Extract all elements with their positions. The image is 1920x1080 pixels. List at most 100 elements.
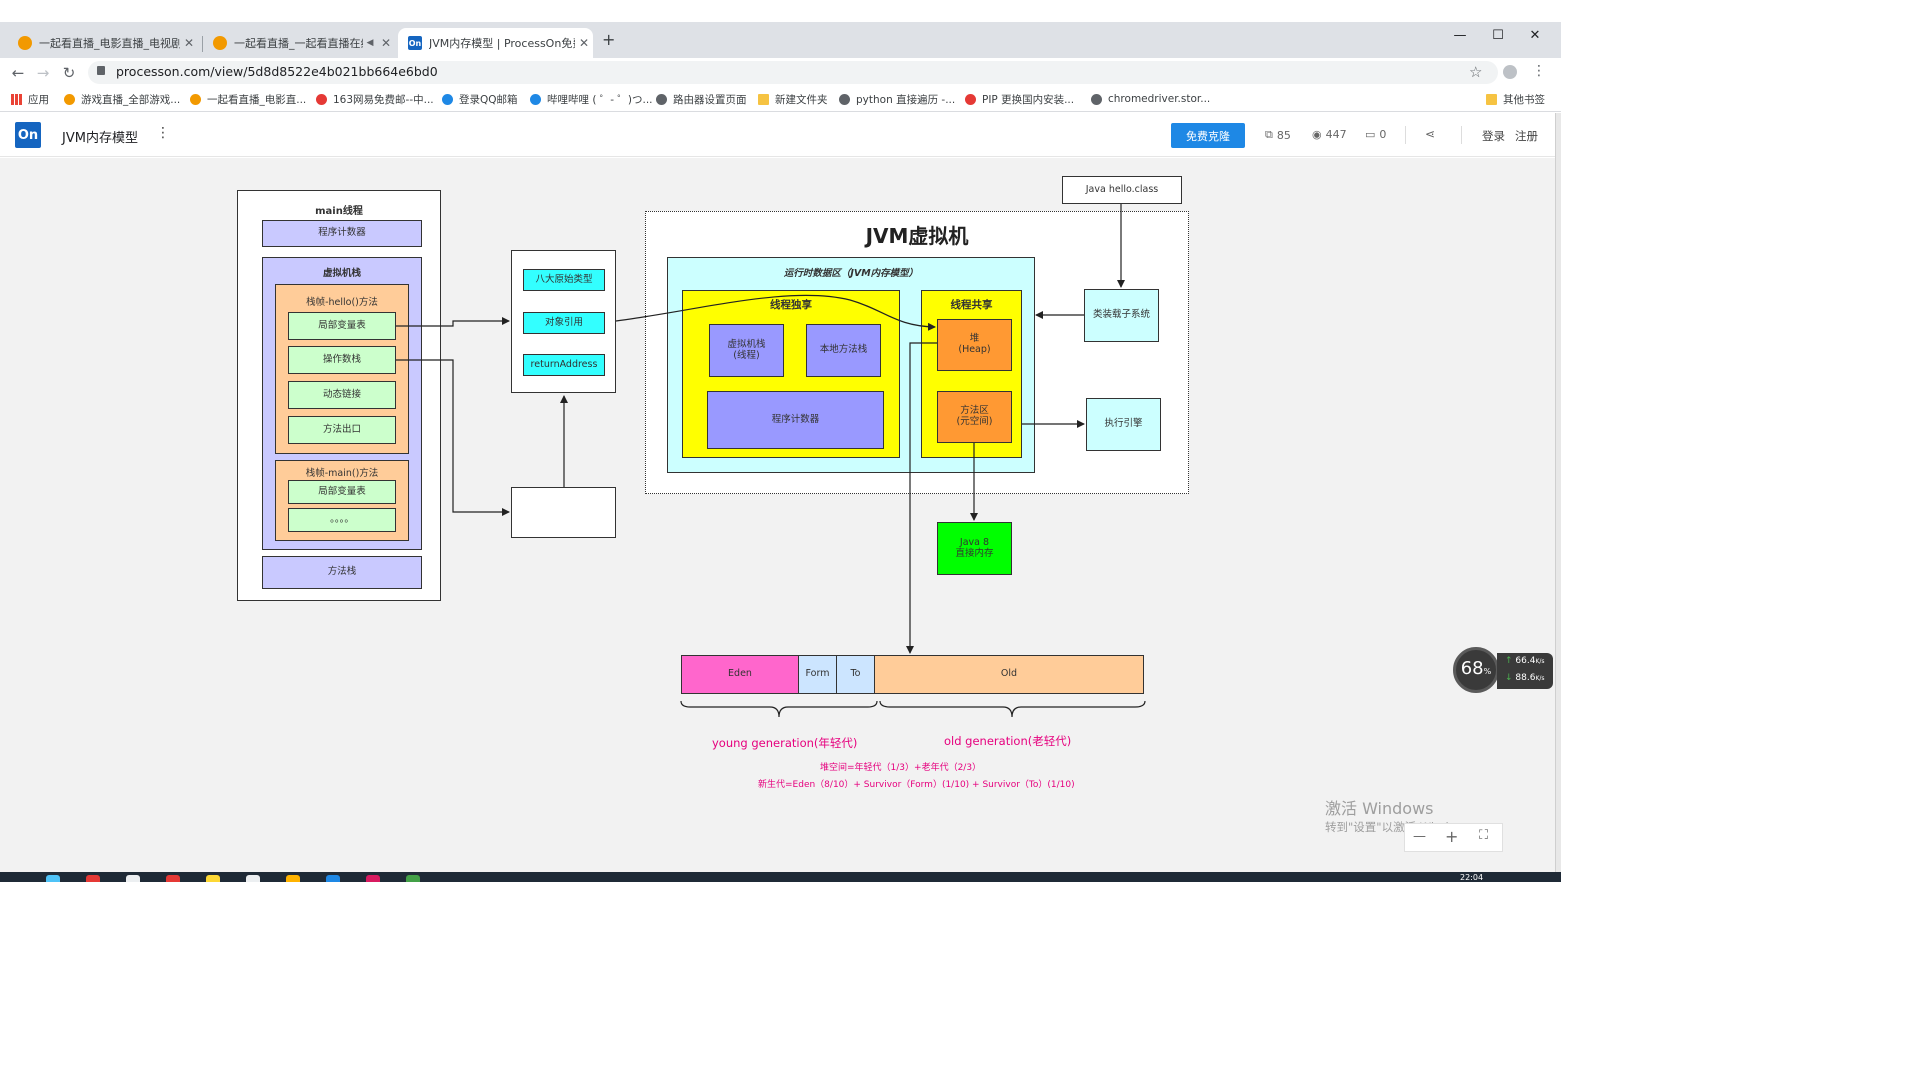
processon-favicon-icon: On bbox=[408, 36, 422, 50]
folder-icon bbox=[1486, 93, 1497, 105]
bookmark-6[interactable]: 路由器设置页面 bbox=[656, 91, 747, 107]
tab-close-icon[interactable]: ✕ bbox=[578, 36, 590, 50]
url-text[interactable]: processon.com/view/5d8d8522e4b021bb664e6… bbox=[116, 64, 438, 79]
bookmark-4[interactable]: 登录QQ邮箱 bbox=[442, 91, 518, 107]
bookmark-5[interactable]: 哔哩哔哩 ( ゜- ゜)つ... bbox=[530, 91, 653, 107]
processon-logo[interactable]: On bbox=[15, 122, 41, 148]
lock-icon[interactable] bbox=[97, 66, 105, 75]
old-gen-box[interactable]: Old bbox=[874, 655, 1144, 694]
taskbar-app-icon[interactable] bbox=[246, 875, 260, 882]
bookmark-8[interactable]: python 直接遍历 -... bbox=[839, 91, 955, 107]
download-speed: ↓ 88.6K/s bbox=[1505, 673, 1545, 683]
apps-grid-icon bbox=[11, 93, 22, 105]
execution-engine-box[interactable]: 执行引擎 bbox=[1086, 398, 1161, 451]
taskbar-app-icon[interactable] bbox=[126, 875, 140, 882]
taskbar-app-icon[interactable] bbox=[366, 875, 380, 882]
jvm-title: JVM虚拟机 bbox=[865, 224, 969, 248]
bookmark-favicon-icon bbox=[64, 93, 75, 105]
taskbar-browser-icon[interactable] bbox=[46, 875, 60, 882]
address-bar[interactable] bbox=[88, 61, 1498, 84]
young-generation-label: young generation(年轻代) bbox=[712, 736, 858, 750]
menu-kebab-icon[interactable]: ⋮ bbox=[1532, 63, 1546, 79]
document-title[interactable]: JVM内存模型 bbox=[62, 131, 138, 146]
close-window-button[interactable]: ✕ bbox=[1529, 27, 1541, 43]
vertical-scrollbar[interactable] bbox=[1555, 113, 1561, 873]
taskbar-app-icon[interactable] bbox=[326, 875, 340, 882]
globe-icon bbox=[1091, 93, 1102, 105]
free-clone-button[interactable]: 免费克隆 bbox=[1171, 123, 1245, 148]
heap-box[interactable]: 堆 (Heap) bbox=[937, 319, 1012, 371]
survivor-to-box[interactable]: To bbox=[836, 655, 875, 694]
other-bookmarks[interactable]: 其他书签 bbox=[1486, 91, 1545, 107]
speaker-icon[interactable]: ◀ bbox=[366, 38, 374, 48]
old-brace bbox=[879, 700, 1146, 718]
taskbar-app-icon[interactable] bbox=[286, 875, 300, 882]
taskbar-app-icon[interactable] bbox=[86, 875, 100, 882]
tab-title: JVM内存模型 | ProcessOn免费在 bbox=[429, 37, 575, 50]
upload-speed: ↑ 66.4K/s bbox=[1505, 656, 1545, 666]
tab-1[interactable]: 一起看直播_电影直播_电视剧直播 ✕ bbox=[8, 28, 198, 58]
bookmark-2[interactable]: 一起看直播_电影直... bbox=[190, 91, 306, 107]
java-class-file-box[interactable]: Java hello.class bbox=[1062, 176, 1182, 204]
activate-title: 激活 Windows bbox=[1325, 799, 1434, 818]
jvm-pc-box[interactable]: 程序计数器 bbox=[707, 391, 884, 449]
main-local-var-box[interactable]: 局部变量表 bbox=[288, 480, 396, 504]
class-loader-box[interactable]: 类装载子系统 bbox=[1084, 289, 1159, 342]
taskbar-clock[interactable]: 22:04 bbox=[1460, 873, 1484, 882]
bookmark-10[interactable]: chromedriver.stor... bbox=[1091, 91, 1210, 107]
method-exit-box[interactable]: 方法出口 bbox=[288, 416, 396, 444]
more-options-icon[interactable]: ⋮ bbox=[156, 125, 170, 141]
tab-favicon-icon bbox=[18, 36, 32, 50]
tab-close-icon[interactable]: ✕ bbox=[183, 36, 195, 50]
thread-private-title: 线程独享 bbox=[770, 299, 812, 311]
share-icon[interactable]: ⋖ bbox=[1425, 127, 1436, 141]
main-thread-title: main线程 bbox=[315, 206, 363, 217]
empty-box[interactable] bbox=[511, 487, 616, 538]
back-arrow-icon[interactable]: ← bbox=[11, 64, 25, 82]
taskbar-app-icon[interactable] bbox=[406, 875, 420, 882]
native-method-stack-box[interactable]: 本地方法栈 bbox=[806, 324, 881, 377]
dynamic-link-box[interactable]: 动态链接 bbox=[288, 381, 396, 409]
program-counter-box[interactable]: 程序计数器 bbox=[262, 220, 422, 247]
method-stack-box[interactable]: 方法栈 bbox=[262, 556, 422, 589]
bookmark-9[interactable]: PIP 更换国内安装... bbox=[965, 91, 1074, 107]
maximize-button[interactable]: ☐ bbox=[1492, 27, 1504, 43]
star-icon[interactable]: ☆ bbox=[1469, 63, 1483, 81]
direct-memory-box[interactable]: Java 8 直接内存 bbox=[937, 522, 1012, 575]
zoom-in-button[interactable]: + bbox=[1445, 827, 1459, 846]
taskbar-app-icon[interactable] bbox=[166, 875, 180, 882]
tab-separator bbox=[202, 36, 203, 52]
fullscreen-icon[interactable]: ⛶ bbox=[1479, 828, 1489, 843]
header-divider bbox=[1405, 126, 1406, 144]
zoom-out-button[interactable]: — bbox=[1413, 829, 1426, 844]
network-speed-widget[interactable]: 68% ↑ 66.4K/s ↓ 88.6K/s bbox=[1453, 647, 1553, 693]
bookmark-7[interactable]: 新建文件夹 bbox=[758, 91, 828, 107]
bookmark-1[interactable]: 游戏直播_全部游戏... bbox=[64, 91, 180, 107]
primitive-types-box[interactable]: 八大原始类型 bbox=[523, 269, 605, 291]
jvm-stack-box[interactable]: 虚拟机栈 (线程) bbox=[709, 324, 784, 377]
operand-stack-box[interactable]: 操作数栈 bbox=[288, 346, 396, 374]
profile-avatar-icon[interactable] bbox=[1503, 65, 1517, 79]
tab-3-active[interactable]: On JVM内存模型 | ProcessOn免费在 ✕ bbox=[398, 28, 593, 58]
object-reference-box[interactable]: 对象引用 bbox=[523, 312, 605, 334]
bookmarks-bar bbox=[0, 88, 1561, 112]
main-ellipsis-box[interactable]: 。。。。 bbox=[288, 508, 396, 532]
bookmark-favicon-icon bbox=[316, 93, 327, 105]
local-var-table-box[interactable]: 局部变量表 bbox=[288, 312, 396, 340]
minimize-button[interactable]: — bbox=[1453, 27, 1467, 43]
bookmark-apps[interactable]: 应用 bbox=[11, 91, 49, 107]
forward-arrow-icon[interactable]: → bbox=[36, 64, 50, 82]
curve-objref-to-heap bbox=[615, 294, 936, 331]
taskbar-app-icon[interactable] bbox=[206, 875, 220, 882]
tab-2[interactable]: 一起看直播_一起看直播在线 ◀ ✕ bbox=[203, 28, 395, 58]
tab-close-icon[interactable]: ✕ bbox=[380, 36, 392, 50]
new-tab-button[interactable]: + bbox=[602, 30, 616, 49]
method-area-box[interactable]: 方法区 (元空间) bbox=[937, 391, 1012, 443]
comment-count[interactable]: ▭0 bbox=[1365, 128, 1387, 141]
reload-icon[interactable]: ↻ bbox=[62, 64, 76, 82]
register-link[interactable]: 注册 bbox=[1515, 129, 1538, 143]
login-link[interactable]: 登录 bbox=[1482, 129, 1505, 143]
return-address-box[interactable]: returnAddress bbox=[523, 354, 605, 376]
clone-count[interactable]: ⧉85 bbox=[1265, 128, 1291, 142]
bookmark-3[interactable]: 163网易免费邮--中... bbox=[316, 91, 434, 107]
